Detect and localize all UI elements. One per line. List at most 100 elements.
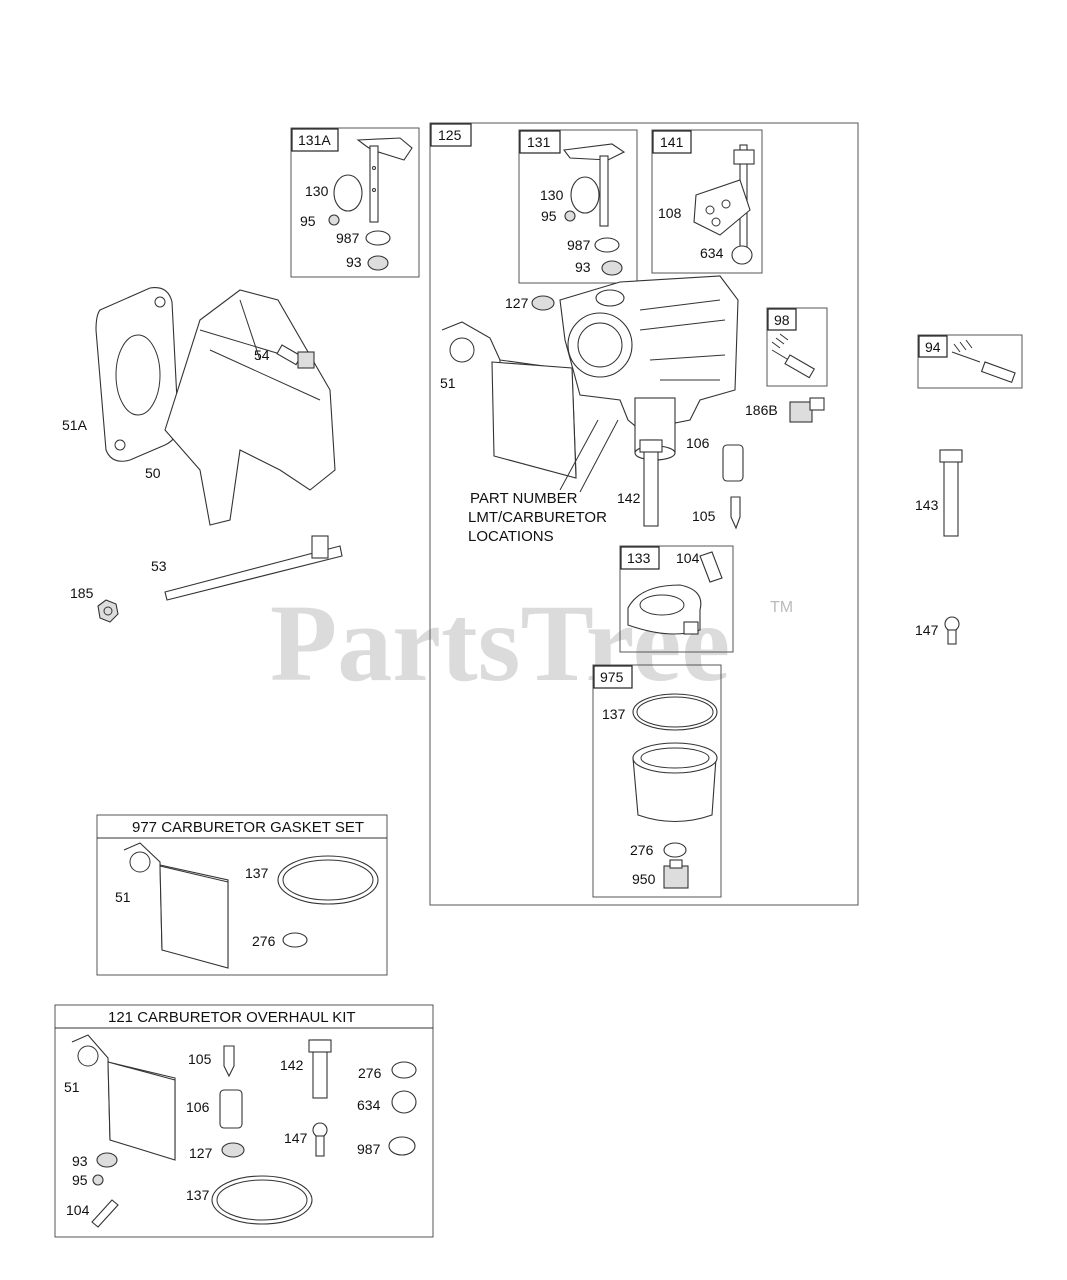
- plug-icon: [96, 1152, 118, 1168]
- label-104: 104: [66, 1202, 90, 1218]
- overhaul-kit-title: 121 CARBURETOR OVERHAUL KIT: [108, 1009, 356, 1026]
- washer-icon: [663, 842, 687, 858]
- label-130: 130: [540, 187, 564, 203]
- needle-icon: [730, 496, 741, 530]
- label-276: 276: [358, 1065, 382, 1081]
- float-icon: [627, 584, 702, 635]
- float-bowl-icon: [632, 742, 718, 822]
- callout-125: 125: [438, 127, 462, 143]
- throttle-shaft-icon: [356, 137, 413, 223]
- label-276: 276: [252, 933, 276, 949]
- label-127: 127: [189, 1145, 213, 1161]
- label-987: 987: [357, 1141, 381, 1157]
- screw-icon: [564, 210, 576, 222]
- label-127: 127: [505, 295, 529, 311]
- choke-plate-icon: [570, 176, 600, 214]
- screw-icon: [328, 214, 340, 226]
- bracket-icon: [693, 179, 751, 236]
- spring-icon: [391, 1090, 417, 1114]
- seal-icon: [365, 230, 391, 246]
- label-142: 142: [617, 490, 641, 506]
- label-185: 185: [70, 585, 94, 601]
- gasket-icon: [71, 1034, 176, 1161]
- callout-98: 98: [774, 312, 790, 328]
- gasket-icon: [441, 321, 577, 479]
- seal-icon: [594, 237, 620, 253]
- fitting-icon: [789, 397, 825, 423]
- label-95: 95: [72, 1172, 88, 1188]
- group-131A: 131A 130 95 987 93: [290, 127, 420, 278]
- plug-icon: [531, 295, 555, 311]
- bushing-icon: [722, 444, 744, 482]
- pin-icon: [699, 551, 723, 583]
- needle-icon: [223, 1045, 235, 1078]
- label-137: 137: [186, 1187, 210, 1203]
- label-108: 108: [658, 205, 682, 221]
- label-147: 147: [284, 1130, 308, 1146]
- label-987: 987: [567, 237, 591, 253]
- callout-975: 975: [600, 669, 624, 685]
- gasket-set-title: 977 CARBURETOR GASKET SET: [132, 819, 364, 836]
- choke-shaft-icon: [562, 143, 626, 227]
- label-105: 105: [692, 508, 716, 524]
- washer-icon: [391, 1061, 417, 1079]
- label-50: 50: [145, 465, 161, 481]
- callout-141: 141: [660, 134, 684, 150]
- label-51A: 51A: [62, 417, 88, 433]
- label-634: 634: [357, 1097, 381, 1113]
- screw-icon: [312, 1122, 328, 1157]
- callout-131A: 131A: [298, 132, 331, 148]
- label-987: 987: [336, 230, 360, 246]
- label-93: 93: [72, 1153, 88, 1169]
- idle-screw-icon: [771, 333, 816, 379]
- screw-147-icon: [944, 616, 960, 645]
- nut-185-icon: [97, 599, 119, 623]
- label-93: 93: [575, 259, 591, 275]
- label-104: 104: [676, 550, 700, 566]
- plug-icon: [601, 260, 623, 276]
- label-95: 95: [300, 213, 316, 229]
- carburetor-body-icon: [559, 275, 739, 461]
- note-line-2: LMT/CARBURETOR: [468, 509, 607, 526]
- label-634: 634: [700, 245, 724, 261]
- note-line-3: LOCATIONS: [468, 528, 554, 545]
- label-51: 51: [440, 375, 456, 391]
- label-950: 950: [632, 871, 656, 887]
- label-106: 106: [686, 435, 710, 451]
- label-51: 51: [64, 1079, 80, 1095]
- label-93: 93: [346, 254, 362, 270]
- emulsion-tube-icon: [308, 1039, 332, 1099]
- label-130: 130: [305, 183, 329, 199]
- plug-icon: [367, 255, 389, 271]
- watermark-trademark: TM: [770, 599, 793, 616]
- o-ring-icon: [211, 1175, 313, 1225]
- emulsion-tube-icon: [639, 439, 663, 527]
- spring-icon: [731, 245, 753, 265]
- label-143: 143: [915, 497, 939, 513]
- intake-gasket-icon: [95, 287, 179, 462]
- callout-94: 94: [925, 339, 941, 355]
- overhaul-kit-panel: 121 CARBURETOR OVERHAUL KIT 51 93 95 104…: [54, 1004, 434, 1238]
- label-276: 276: [630, 842, 654, 858]
- label-51: 51: [115, 889, 131, 905]
- stud-53-icon: [164, 535, 343, 601]
- washer-icon: [282, 932, 308, 948]
- label-137: 137: [245, 865, 269, 881]
- label-186B: 186B: [745, 402, 778, 418]
- label-137: 137: [602, 706, 626, 722]
- label-54: 54: [254, 347, 270, 363]
- gasket-icon: [123, 842, 229, 969]
- label-147: 147: [915, 622, 939, 638]
- label-106: 106: [186, 1099, 210, 1115]
- intake-manifold-icon: [164, 289, 336, 526]
- label-105: 105: [188, 1051, 212, 1067]
- o-ring-icon: [632, 693, 718, 731]
- gasket-set-panel: 977 CARBURETOR GASKET SET 51 137 276: [96, 814, 388, 976]
- callout-133: 133: [627, 550, 651, 566]
- bolt-54-icon: [276, 344, 315, 369]
- label-142: 142: [280, 1057, 304, 1073]
- screw-icon: [92, 1174, 104, 1186]
- emulsion-tube-143-icon: [939, 449, 963, 537]
- bowl-nut-icon: [663, 859, 689, 889]
